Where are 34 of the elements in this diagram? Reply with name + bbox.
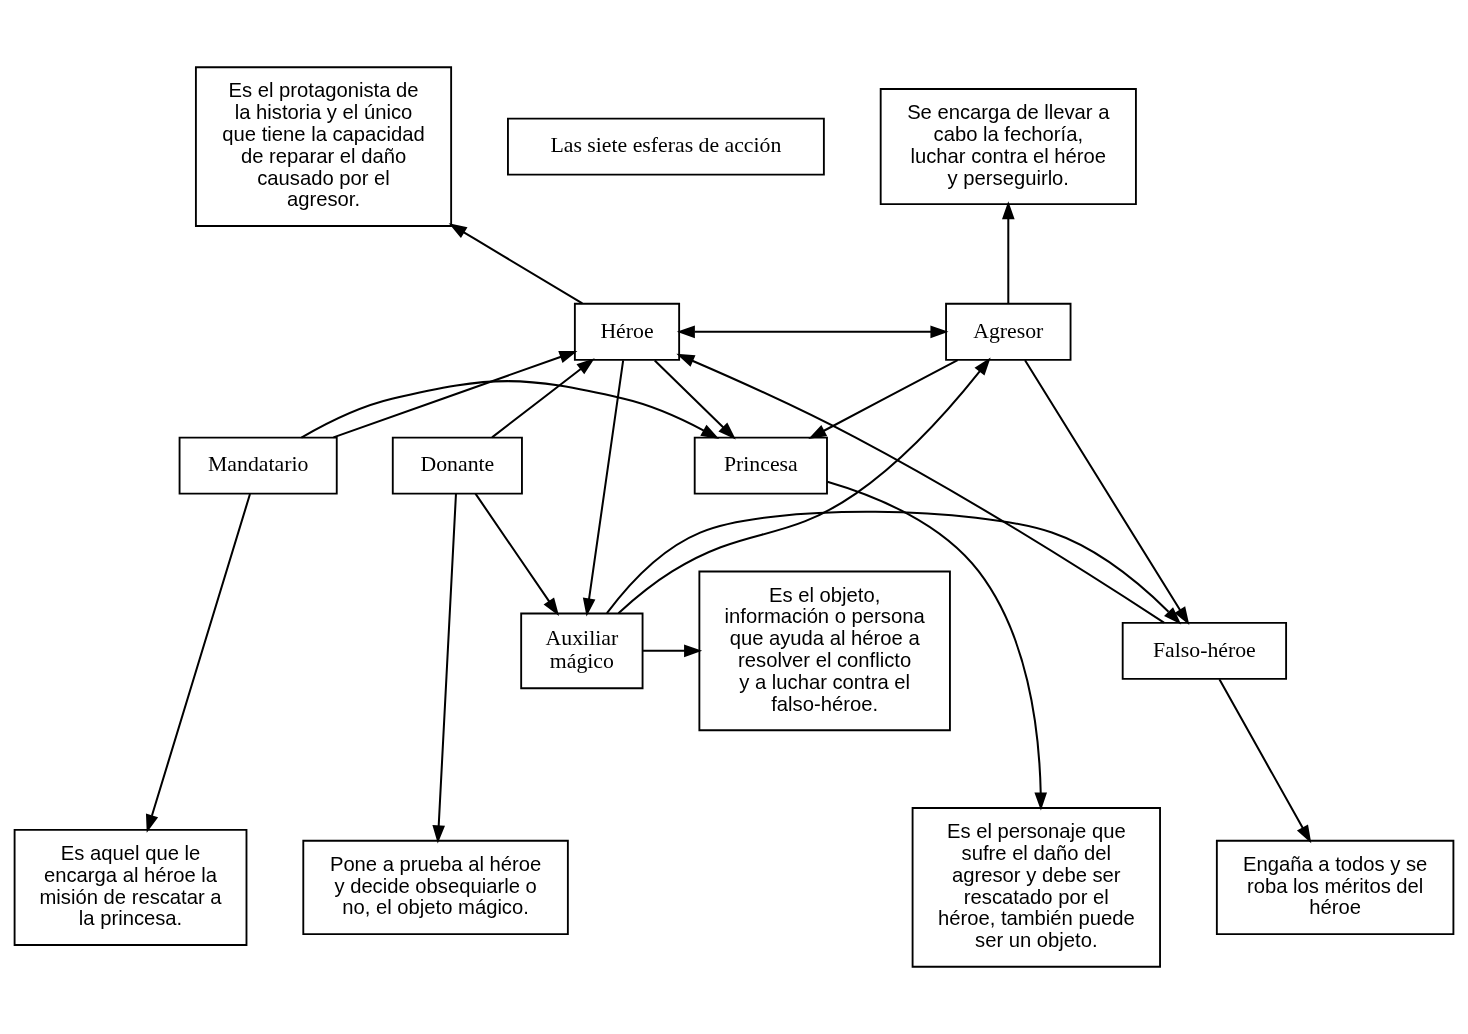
arrow (827, 480, 1048, 811)
node-box: Princesa (693, 436, 828, 495)
node-box: Es aquel que le encarga al héroe la misión de rescatar a la princesa. (13, 828, 248, 946)
arrow (491, 358, 595, 439)
node-box: Agresor (945, 302, 1072, 361)
arrow (432, 493, 457, 844)
arrow (1024, 359, 1190, 625)
arrow (643, 644, 703, 658)
node-box: Se encarga de llevar a cabo la fechoría, luchar contra el héroe y perseguirlo. (879, 88, 1137, 206)
arrow (145, 493, 251, 833)
arrow (808, 359, 959, 439)
arrow (333, 350, 578, 439)
node-box: Falso-héroe (1121, 621, 1288, 680)
arrow (654, 359, 736, 440)
node-box: Pone a prueba al héroe y decide obsequiarle o no, el objeto mágico. (302, 839, 569, 936)
arrow (1001, 201, 1015, 304)
arrow (606, 510, 1182, 625)
node-box: Es el objeto, información o persona que ayuda al héroe a resolver el conflicto y a luchar contra el falso-héroe. (698, 570, 951, 732)
node-box: Héroe (573, 302, 681, 361)
arrow (474, 493, 560, 616)
arrow (617, 357, 991, 614)
arrow (582, 360, 625, 617)
node-box: Engaña a todos y se roba los méritos del héroe (1215, 839, 1455, 936)
arrow (300, 380, 720, 440)
arrow (448, 223, 583, 305)
node-box: Mandatario (178, 436, 338, 495)
arrow (676, 353, 1165, 624)
node-box: Es el protagonista de la historia y el único que tiene la capacidad de reparar el daño causado por el agresor. (194, 66, 453, 227)
node-box: Es el personaje que sufre el daño del agresor y debe ser rescatado por el héroe, también puede ser un objeto. (911, 807, 1161, 968)
node-box: Las siete esferas de acción (507, 117, 825, 176)
node-box: Donante (391, 436, 523, 495)
arrow (676, 325, 949, 339)
arrow (1218, 678, 1312, 844)
node-box: Auxiliar mágico (520, 612, 644, 690)
